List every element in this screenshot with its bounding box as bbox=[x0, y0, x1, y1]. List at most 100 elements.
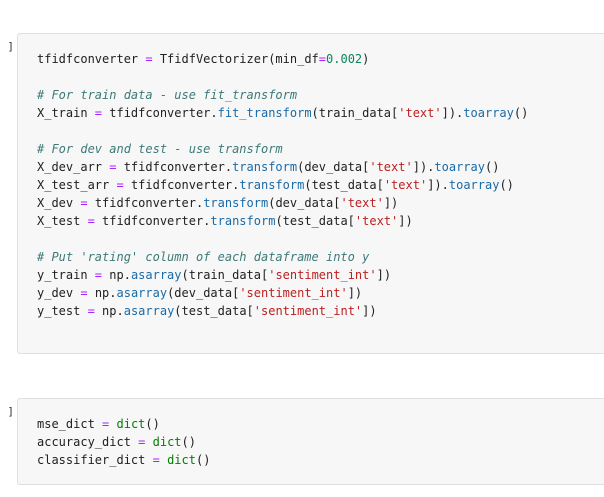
code-line: accuracy_dict = dict() bbox=[37, 433, 210, 451]
code-token-plain: tfidfconverter. bbox=[116, 160, 233, 174]
code-line: # For train data - use fit_transform bbox=[37, 86, 528, 104]
code-token-method: transform bbox=[232, 160, 298, 174]
code-token-op: = bbox=[80, 196, 88, 210]
code-token-string: 'sentiment_int' bbox=[239, 286, 348, 300]
code-line: X_dev = tfidfconverter.transform(dev_dat… bbox=[37, 194, 528, 212]
code-token-plain: () bbox=[484, 160, 500, 174]
code-token-comment: # Put 'rating' column of each dataframe … bbox=[37, 250, 370, 264]
cell-1-input-area[interactable]: tfidfconverter = TfidfVectorizer(min_df =… bbox=[17, 33, 604, 354]
code-token-string: 'text' bbox=[398, 106, 442, 120]
code-token-plain: np. bbox=[87, 286, 117, 300]
code-token-plain bbox=[160, 453, 167, 467]
code-token-method: asarray bbox=[116, 286, 168, 300]
code-token-method: transform bbox=[239, 178, 305, 192]
code-cell-2[interactable]: [ ]: mse_dict = dict()accuracy_dict = di… bbox=[0, 398, 604, 486]
code-line: X_test = tfidfconverter.transform(test_d… bbox=[37, 212, 528, 230]
code-line: X_dev_arr = tfidfconverter.transform(dev… bbox=[37, 158, 528, 176]
code-token-plain: () bbox=[195, 453, 211, 467]
code-token-op: = bbox=[94, 106, 103, 120]
code-token-plain: y_test bbox=[37, 304, 88, 318]
code-token-plain: (dev_data[ bbox=[297, 160, 370, 174]
code-token-method: transform bbox=[203, 196, 269, 210]
code-token-method: toarray bbox=[448, 178, 500, 192]
code-token-plain: X_dev_arr bbox=[37, 160, 110, 174]
code-token-op: = bbox=[87, 214, 95, 228]
code-token-plain: X_train bbox=[37, 106, 95, 120]
code-token-op: = bbox=[102, 417, 110, 431]
code-token-plain: ]) bbox=[398, 214, 413, 228]
code-token-builtin: dict bbox=[116, 417, 146, 431]
code-token-op: = bbox=[80, 286, 88, 300]
code-token-method: toarray bbox=[463, 106, 514, 120]
code-token-plain bbox=[109, 417, 116, 431]
cell-1-prompt: [ ]: bbox=[0, 40, 14, 53]
cell-2-input-area[interactable]: mse_dict = dict()accuracy_dict = dict()c… bbox=[17, 398, 604, 485]
code-token-plain: ]). bbox=[441, 106, 464, 120]
code-token-method: fit_transform bbox=[217, 106, 312, 120]
code-line: X_test_arr = tfidfconverter.transform(te… bbox=[37, 176, 528, 194]
code-token-number: 0.002 bbox=[326, 52, 363, 66]
code-token-string: 'text' bbox=[354, 214, 399, 228]
cell-2-code-editor[interactable]: mse_dict = dict()accuracy_dict = dict()c… bbox=[37, 415, 210, 469]
code-token-string: 'text' bbox=[383, 178, 428, 192]
code-token-plain: accuracy_dict bbox=[37, 435, 139, 449]
code-token-builtin: dict bbox=[152, 435, 182, 449]
code-token-method: toarray bbox=[434, 160, 485, 174]
code-token-plain: tfidfconverter bbox=[37, 52, 146, 66]
code-token-op: = bbox=[138, 435, 146, 449]
code-line: # Put 'rating' column of each dataframe … bbox=[37, 248, 528, 266]
cell-1-code-editor[interactable]: tfidfconverter = TfidfVectorizer(min_df =… bbox=[37, 50, 528, 320]
code-token-plain: TfidfVectorizer(min_df bbox=[152, 52, 319, 66]
code-token-op: = bbox=[87, 304, 95, 318]
code-token-plain: X_dev bbox=[37, 196, 81, 210]
code-token-plain: np. bbox=[94, 304, 124, 318]
code-token-plain: ]). bbox=[412, 160, 435, 174]
code-line bbox=[37, 230, 528, 248]
code-token-plain: y_dev bbox=[37, 286, 81, 300]
code-token-plain: np. bbox=[102, 268, 131, 282]
code-token-plain: (dev_data[ bbox=[268, 196, 341, 210]
code-token-string: 'text' bbox=[369, 160, 413, 174]
code-token-plain: tfidfconverter. bbox=[123, 178, 240, 192]
code-token-method: asarray bbox=[130, 268, 182, 282]
code-token-op: = bbox=[116, 178, 124, 192]
code-line: # For dev and test - use transform bbox=[37, 140, 528, 158]
code-token-plain: mse_dict bbox=[37, 417, 103, 431]
code-line bbox=[37, 122, 528, 140]
code-token-plain: tfidfconverter. bbox=[87, 196, 204, 210]
code-token-plain: X_test bbox=[37, 214, 88, 228]
code-token-string: 'sentiment_int' bbox=[253, 304, 363, 318]
code-token-op: = bbox=[152, 453, 160, 467]
code-token-plain: ]) bbox=[376, 268, 392, 282]
code-token-plain: () bbox=[145, 417, 160, 431]
code-line: y_test = np.asarray(test_data['sentiment… bbox=[37, 302, 528, 320]
code-token-plain: ]) bbox=[347, 286, 363, 300]
code-token-comment: # For train data - use fit_transform bbox=[37, 88, 298, 102]
code-line: classifier_dict = dict() bbox=[37, 451, 210, 469]
code-token-plain: X_test_arr bbox=[37, 178, 117, 192]
code-token-plain: classifier_dict bbox=[37, 453, 153, 467]
cell-2-prompt: [ ]: bbox=[0, 405, 14, 418]
code-token-comment: # For dev and test - use transform bbox=[37, 142, 283, 156]
code-cell-1[interactable]: [ ]: tfidfconverter = TfidfVectorizer(mi… bbox=[0, 33, 604, 355]
code-token-plain: tfidfconverter. bbox=[102, 106, 218, 120]
code-token-plain: (train_data[ bbox=[311, 106, 399, 120]
code-token-plain: () bbox=[499, 178, 514, 192]
code-token-op: = bbox=[109, 160, 117, 174]
code-token-plain: (test_data[ bbox=[174, 304, 254, 318]
code-token-op: = bbox=[94, 268, 103, 282]
code-line: y_train = np.asarray(train_data['sentime… bbox=[37, 266, 528, 284]
code-line: y_dev = np.asarray(dev_data['sentiment_i… bbox=[37, 284, 528, 302]
code-line: tfidfconverter = TfidfVectorizer(min_df=… bbox=[37, 50, 528, 68]
code-token-plain: (test_data[ bbox=[275, 214, 355, 228]
code-token-plain: y_train bbox=[37, 268, 95, 282]
code-token-plain bbox=[145, 435, 152, 449]
code-token-string: 'sentiment_int' bbox=[268, 268, 377, 282]
code-token-method: transform bbox=[210, 214, 276, 228]
code-token-string: 'text' bbox=[340, 196, 384, 210]
code-line: mse_dict = dict() bbox=[37, 415, 210, 433]
code-token-plain: tfidfconverter. bbox=[94, 214, 211, 228]
code-token-plain: ]) bbox=[362, 304, 377, 318]
code-token-plain: (test_data[ bbox=[304, 178, 384, 192]
code-token-plain: (train_data[ bbox=[181, 268, 269, 282]
